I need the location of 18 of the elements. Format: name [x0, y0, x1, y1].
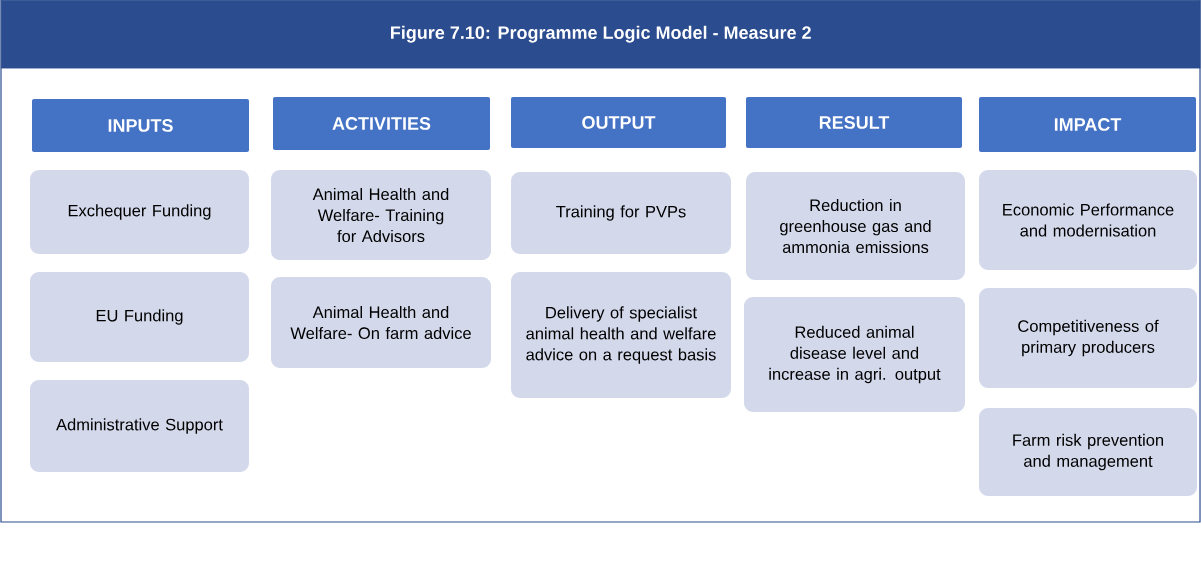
process-box: Economic Performance and modernisation	[979, 170, 1197, 270]
column-header: OUTPUT	[511, 97, 726, 148]
title-bar: Figure 7.10: Programme Logic Model - Measure 2	[1, 0, 1201, 69]
column-header: ACTIVITIES	[273, 97, 490, 150]
column-header: INPUTS	[32, 99, 249, 152]
process-box: Reduced animal disease level and increase in agri. output	[744, 297, 965, 412]
column-header: RESULT	[746, 97, 962, 148]
process-box: Animal Health and Welfare- On farm advice	[271, 277, 491, 368]
process-box: Delivery of specialist animal health and welfare advice on a request basis	[511, 272, 731, 398]
process-box: EU Funding	[30, 272, 249, 362]
process-box: Competitiveness of primary producers	[979, 288, 1197, 388]
process-box: Exchequer Funding	[30, 170, 249, 254]
process-box: Administrative Support	[30, 380, 249, 472]
process-box: Animal Health and Welfare- Training for Advisors	[271, 170, 491, 260]
process-box: Training for PVPs	[511, 172, 731, 254]
process-box: Farm risk prevention and management	[979, 408, 1197, 496]
column-header: IMPACT	[979, 97, 1196, 152]
process-box: Reduction in greenhouse gas and ammonia emissions	[746, 172, 965, 280]
